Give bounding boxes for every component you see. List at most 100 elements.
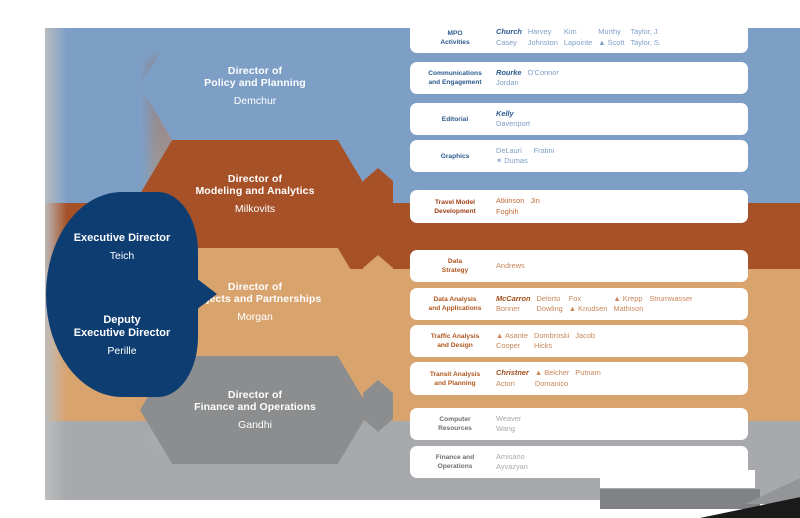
staff-name: Dowling	[536, 304, 563, 313]
unit-label-line2: and Design	[437, 342, 473, 349]
staff-name: Dombroski	[533, 330, 570, 340]
unit-label-line2: Operations	[437, 463, 473, 470]
unit-label-line1: Data Analysis	[433, 296, 477, 303]
staff-name: McCarron	[496, 293, 531, 303]
staff-name: Christner	[496, 368, 529, 377]
page-edge-white	[600, 470, 755, 488]
staff-name: Casey	[496, 37, 517, 47]
staff-name: Kelly	[496, 108, 514, 118]
unit-label-line2: and Planning	[434, 379, 476, 387]
staff-name: Delorto	[536, 293, 561, 303]
staff-name: Davenport	[496, 119, 531, 128]
staff-name: ✶ Dumas	[496, 156, 528, 165]
director-title-line1: Director of	[227, 388, 283, 401]
unit-label-line1: Finance and	[435, 454, 475, 461]
unit-label-line1: Graphics	[440, 152, 470, 160]
staff-name: Jin	[530, 196, 540, 205]
staff-name-column: Murthy▲ Scott	[598, 27, 630, 48]
staff-name: Fratini	[533, 145, 555, 155]
staff-name: DeLauri	[496, 145, 522, 155]
staff-name: Mathison	[613, 304, 644, 313]
staff-name: Jacob	[575, 330, 596, 340]
staff-name-column: Andrews	[496, 261, 531, 272]
director-title-line2: Policy and Planning	[204, 77, 306, 89]
executive-director-name: Teich	[109, 249, 135, 262]
unit-label-line2: and Engagement	[428, 79, 482, 86]
director-title-line1: Director of	[227, 280, 283, 293]
staff-name: Atkinson	[496, 196, 525, 205]
staff-name-column: Fox▲ Knudsen	[569, 294, 614, 315]
unit-staff-names: Andrews	[496, 261, 748, 272]
staff-name: Murthy	[598, 27, 621, 36]
staff-name-column: Jacob	[575, 331, 601, 352]
executive-director-shape[interactable]	[46, 192, 198, 397]
staff-name: Hicks	[533, 341, 553, 350]
staff-name: Harvey	[527, 27, 552, 36]
staff-name: Fox	[568, 293, 582, 303]
staff-name-column: DeLauri✶ Dumas	[496, 146, 534, 167]
unit-label-line1: Computer	[439, 416, 471, 423]
unit-label-line2: and Applications	[428, 305, 482, 312]
executive-director-block: Executive Director Teich	[74, 232, 171, 263]
director-hex-policy-and-planning[interactable]: Director of Policy and Planning Demchur	[140, 32, 370, 140]
staff-name: Taylor, J.	[630, 27, 660, 36]
deputy-title-line1: Deputy	[103, 313, 141, 326]
staff-name: Taylor, S.	[630, 37, 661, 47]
director-title-line2: Projects and Partnerships	[188, 293, 322, 305]
unit-label: Graphics	[410, 152, 496, 161]
staff-name-column: Taylor, J.Taylor, S.	[630, 27, 666, 48]
director-name: Milkovits	[234, 202, 276, 215]
unit-label-line1: MPO	[447, 29, 463, 37]
staff-name: Rourke	[496, 67, 522, 77]
staff-name: Domanico	[534, 378, 569, 388]
unit-label-line2: Activities	[440, 38, 470, 46]
unit-label-line1: Editorial	[441, 115, 469, 123]
staff-name: Cooper	[496, 341, 521, 350]
director-title-line2: Finance and Operations	[194, 401, 316, 413]
staff-name: ▲ Knudsen	[568, 304, 608, 313]
director-title-line1: Director of	[227, 64, 283, 77]
staff-name-column: Putnam	[575, 368, 606, 389]
staff-name: ▲ Scott	[598, 37, 625, 47]
staff-name: Putnam	[575, 368, 601, 377]
director-name: Demchur	[233, 94, 277, 107]
director-title-line2: Modeling and Analytics	[195, 185, 315, 197]
unit-label-line2: Development	[434, 207, 476, 215]
unit-label-line1: Communications	[428, 70, 482, 77]
deputy-executive-director-name: Perille	[107, 344, 137, 357]
staff-name: Weaver	[496, 413, 522, 423]
